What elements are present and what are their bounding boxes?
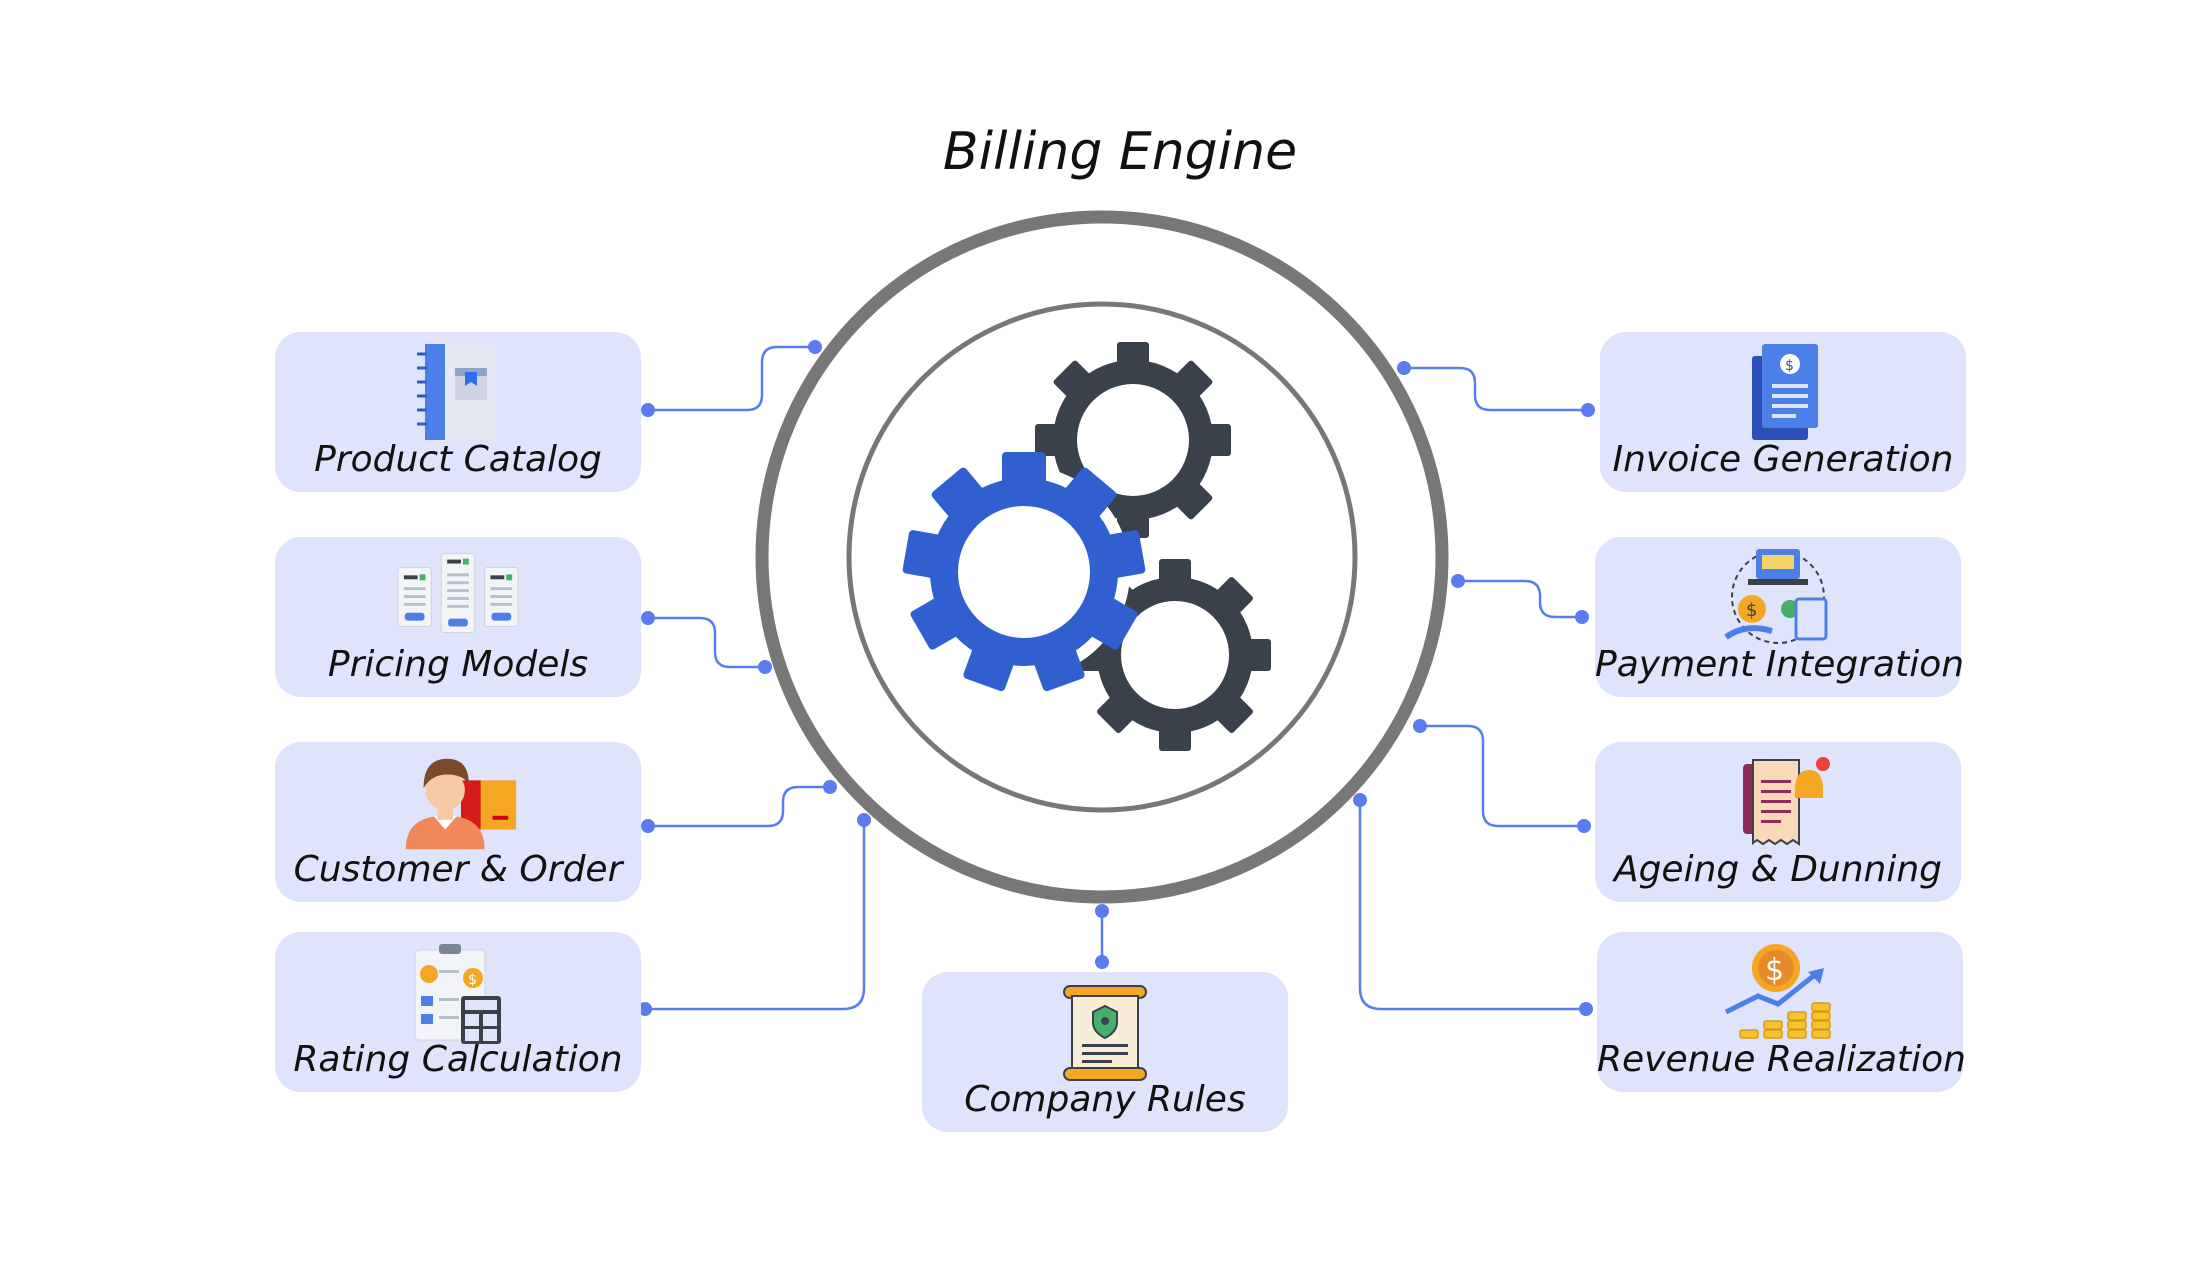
dot — [641, 611, 655, 625]
dot — [1581, 403, 1595, 417]
rules-scroll-icon — [1063, 985, 1147, 1081]
dot — [758, 660, 772, 674]
invoice-icon: $ — [1752, 344, 1818, 440]
gears-icon — [902, 342, 1271, 751]
module-label: Pricing Models — [327, 644, 589, 685]
dot — [1413, 719, 1427, 733]
dot — [823, 780, 837, 794]
diagram-title: Billing Engine — [942, 122, 1298, 182]
dot — [1397, 361, 1411, 375]
inner-ring — [846, 301, 1358, 813]
connector-revenue-realization — [1358, 800, 1586, 1011]
dot — [638, 1002, 652, 1016]
dunning-receipt-icon — [1743, 757, 1830, 846]
card-product-catalog[interactable]: Product Catalog — [275, 332, 641, 492]
dot — [1095, 904, 1109, 918]
connector-rating-calculation — [645, 820, 866, 1011]
card-payment-integration[interactable]: $ Payment Integration — [1595, 537, 1965, 697]
module-label: Company Rules — [964, 1079, 1246, 1120]
card-revenue-realization[interactable]: $ Revenue Realization — [1597, 932, 1966, 1092]
dot — [1095, 955, 1109, 969]
dot — [641, 819, 655, 833]
svg-text:$: $ — [1785, 358, 1794, 374]
connector-invoice-generation — [1404, 366, 1588, 412]
card-ageing-dunning[interactable]: Ageing & Dunning — [1595, 742, 1961, 902]
module-label: Revenue Realization — [1597, 1039, 1966, 1080]
card-invoice-generation[interactable]: $ Invoice Generation — [1600, 332, 1966, 492]
connector-payment-integration — [1458, 579, 1582, 619]
connector-product-catalog — [648, 345, 815, 412]
dot — [857, 813, 871, 827]
svg-text:$: $ — [468, 972, 477, 988]
price-tiers-icon — [397, 553, 519, 633]
revenue-growth-icon: $ — [1724, 944, 1831, 1039]
catalog-book-icon — [417, 344, 497, 440]
module-label: Ageing & Dunning — [1613, 849, 1943, 890]
svg-text:$: $ — [1765, 953, 1784, 988]
dot — [641, 403, 655, 417]
outer-ring — [755, 210, 1449, 904]
module-label: Invoice Generation — [1612, 439, 1954, 480]
dot — [808, 340, 822, 354]
module-label: Customer & Order — [293, 849, 623, 890]
svg-text:$: $ — [1746, 600, 1757, 621]
dot — [1451, 574, 1465, 588]
module-label: Product Catalog — [314, 439, 602, 480]
card-customer-order[interactable]: Customer & Order — [275, 742, 641, 902]
dot — [1579, 1002, 1593, 1016]
dot — [1353, 793, 1367, 807]
dot — [1575, 610, 1589, 624]
rating-calculator-icon: $ — [414, 944, 501, 1044]
connector-ageing-dunning — [1420, 724, 1584, 828]
card-pricing-models[interactable]: Pricing Models — [275, 537, 641, 697]
connector-pricing-models — [648, 616, 765, 669]
connector-customer-order — [648, 785, 830, 828]
module-label: Rating Calculation — [293, 1039, 623, 1080]
payment-icon: $ — [1724, 549, 1828, 644]
customer-order-icon — [405, 758, 517, 850]
module-label: Payment Integration — [1595, 644, 1965, 685]
card-company-rules[interactable]: Company Rules — [922, 972, 1288, 1132]
card-rating-calculation[interactable]: $ Rating Calculation — [275, 932, 641, 1092]
dot — [1577, 819, 1591, 833]
